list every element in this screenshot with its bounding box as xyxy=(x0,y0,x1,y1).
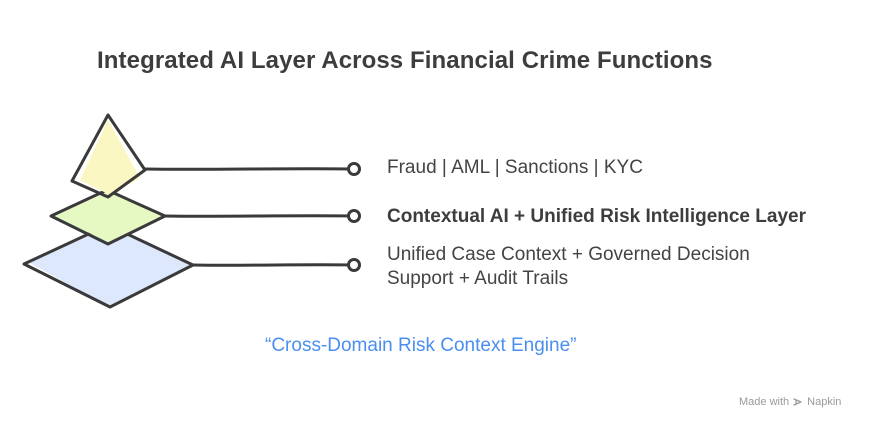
napkin-watermark: Made with Napkin xyxy=(739,396,841,408)
layer-label-middle: Contextual AI + Unified Risk Intelligenc… xyxy=(387,206,806,228)
pyramid-layer-middle xyxy=(51,190,360,244)
napkin-logo-icon xyxy=(793,397,803,407)
layer-label-bottom-line-1: Unified Case Context + Governed Decision xyxy=(387,243,750,267)
watermark-prefix: Made with xyxy=(739,396,789,408)
layer-label-bottom: Unified Case Context + Governed Decision… xyxy=(387,243,750,291)
tagline: “Cross-Domain Risk Context Engine” xyxy=(265,335,577,357)
layer-label-bottom-line-2: Support + Audit Trails xyxy=(387,267,750,291)
pyramid-layer-top xyxy=(72,115,360,197)
pyramid-layer-bottom xyxy=(24,225,360,307)
watermark-brand: Napkin xyxy=(807,396,841,408)
layer-label-top: Fraud | AML | Sanctions | KYC xyxy=(387,157,643,179)
